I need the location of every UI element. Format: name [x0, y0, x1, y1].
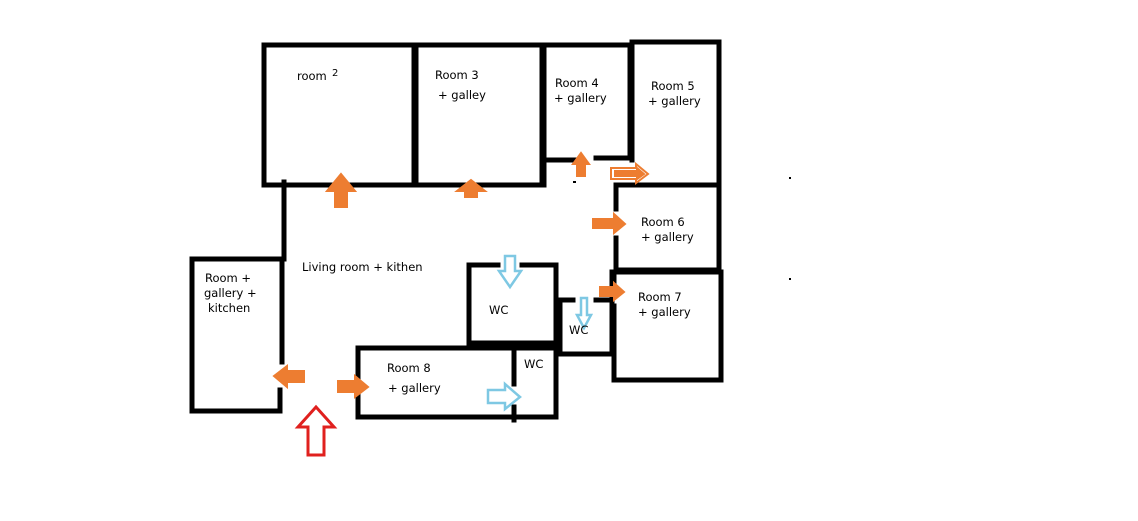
room-2-label: room — [297, 69, 327, 83]
entrance-arrow-icon — [294, 404, 338, 457]
walls — [189, 39, 791, 423]
room-5-sublabel: + gallery — [648, 94, 701, 108]
room-5-walls — [629, 39, 722, 188]
entrance-arrow — [294, 404, 338, 457]
wc-small-walls-lower — [557, 269, 615, 357]
wc-center-walls — [466, 262, 559, 346]
room-7-walls — [611, 269, 724, 383]
arrow-left-icon — [272, 363, 305, 390]
arrow-down-icon — [574, 296, 594, 331]
arrow-up-icon — [571, 151, 591, 177]
room-5-label: Room 5 — [651, 79, 695, 93]
wc-room8-label: WC — [524, 357, 543, 371]
room-2-walls — [261, 42, 417, 188]
wc-center-label: WC — [489, 303, 508, 317]
left-room-label-1: Room + — [205, 271, 251, 285]
left-room-walls — [189, 256, 285, 414]
arrow-right-icon — [337, 373, 370, 400]
room-8-label: Room 8 — [387, 361, 431, 375]
room-6-sublabel: + gallery — [641, 230, 694, 244]
room-2-number: 2 — [332, 68, 338, 79]
room-6-label: Room 6 — [641, 215, 685, 229]
arrow-right-icon — [599, 280, 626, 303]
room-7-label: Room 7 — [638, 290, 682, 304]
left-room-label-2: gallery + — [204, 286, 257, 300]
living-room-label: Living room + kithen — [302, 260, 423, 274]
labels: room 2 Room 3 + galley Room 4 + gallery … — [204, 68, 701, 395]
room-3-sublabel: + galley — [438, 88, 486, 102]
arrow-right-icon-inner — [614, 165, 646, 181]
arrow-right-icon — [592, 211, 627, 236]
room-3-walls — [413, 42, 545, 188]
room-7-sublabel: + gallery — [638, 305, 691, 319]
left-room-label-3: kitchen — [208, 301, 250, 315]
room-4-sublabel: + gallery — [554, 91, 607, 105]
room-8-sublabel: + gallery — [388, 381, 441, 395]
arrow-up-icon — [454, 178, 488, 198]
room-arrows — [272, 151, 650, 400]
stray-dot — [789, 177, 791, 179]
room-6-walls — [613, 182, 722, 273]
arrow-right-icon — [486, 381, 522, 412]
arrow-down-icon — [496, 254, 524, 290]
room-4-label: Room 4 — [555, 76, 599, 90]
wc-arrows — [486, 254, 594, 412]
stray-dot — [573, 181, 576, 183]
wc-small-label: WC — [569, 323, 588, 337]
room-3-label: Room 3 — [435, 68, 479, 82]
arrow-up-icon — [324, 172, 358, 208]
stray-dot — [789, 278, 791, 280]
